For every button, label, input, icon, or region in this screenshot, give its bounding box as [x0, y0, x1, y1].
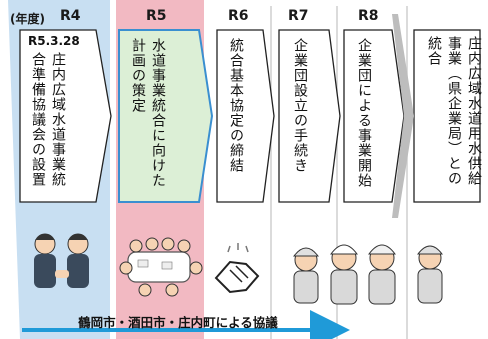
step-3-text: 統合基本協定の締結: [228, 38, 244, 173]
transition-chevron: [392, 14, 414, 218]
handshake-icon: [214, 243, 260, 294]
year-label: (年度): [10, 12, 45, 26]
step-5-text: 企業団による事業開始: [356, 38, 372, 188]
col-header-r6: R6: [228, 8, 249, 24]
workers-group-illustration: [292, 244, 444, 305]
step-box-6: [413, 29, 481, 203]
col-header-r4: R4: [60, 8, 81, 24]
officials-handshake-illustration: [34, 233, 89, 288]
step-1-text: 庄内広域水道事業統合準備協議会の設置: [30, 52, 66, 187]
step-1-date: R5.3.28: [28, 34, 80, 48]
col-header-r5: R5: [146, 8, 167, 24]
consultation-label: 鶴岡市・酒田市・庄内町による協議: [78, 315, 278, 330]
col-header-r8: R8: [358, 8, 379, 24]
step-box-3: [216, 29, 275, 203]
meeting-table-illustration: [119, 237, 203, 297]
col-header-r7: R7: [288, 8, 309, 24]
step-4-text: 企業団設立の手続き: [292, 38, 308, 173]
step-box-4: [278, 29, 341, 203]
step-6-text: 庄内広域水道用水供給事業（県企業局）との統合: [426, 36, 482, 186]
step-box-2: [118, 29, 214, 203]
step-2-text: 水道事業統合に向けた計画の策定: [130, 38, 166, 188]
step-box-5: [343, 29, 405, 203]
step-box-1: [19, 29, 112, 203]
